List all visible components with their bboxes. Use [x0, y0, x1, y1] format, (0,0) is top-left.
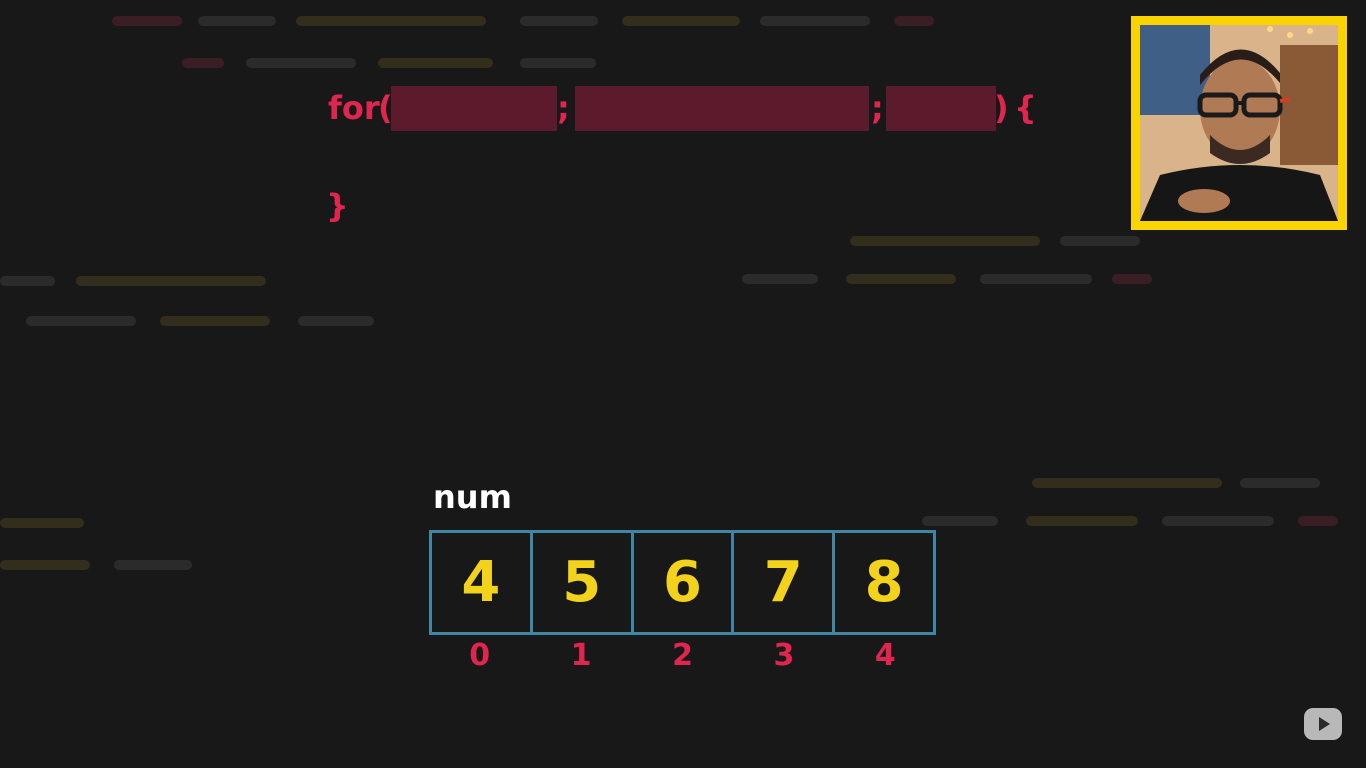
open-brace: { [1014, 89, 1037, 127]
increment-placeholder [886, 86, 996, 131]
array-cell: 5 [533, 533, 634, 632]
array-index: 2 [672, 638, 693, 673]
array-index: 3 [773, 638, 795, 673]
close-brace: } [326, 187, 349, 225]
array-cell: 4 [432, 533, 533, 632]
close-paren: ) [994, 89, 1009, 127]
array-indices: 0 1 2 3 4 [429, 638, 936, 673]
array-index: 0 [469, 638, 491, 673]
array-index: 1 [570, 638, 592, 673]
array-name: num [433, 478, 512, 516]
separator-1: ; [557, 89, 570, 127]
array-cell: 7 [734, 533, 836, 632]
array-cell: 8 [864, 550, 904, 615]
separator-2: ; [871, 89, 884, 127]
array-cell: 6 [634, 533, 735, 632]
presenter-webcam [1131, 16, 1347, 230]
presenter-image [1140, 25, 1338, 221]
array-index: 4 [874, 638, 896, 673]
array-box: 4 5 6 7 8 [429, 530, 936, 635]
for-keyword: for [328, 89, 380, 127]
condition-placeholder [575, 86, 869, 131]
open-paren: ( [378, 89, 393, 127]
init-placeholder [391, 86, 557, 131]
youtube-play-icon[interactable] [1304, 708, 1342, 740]
